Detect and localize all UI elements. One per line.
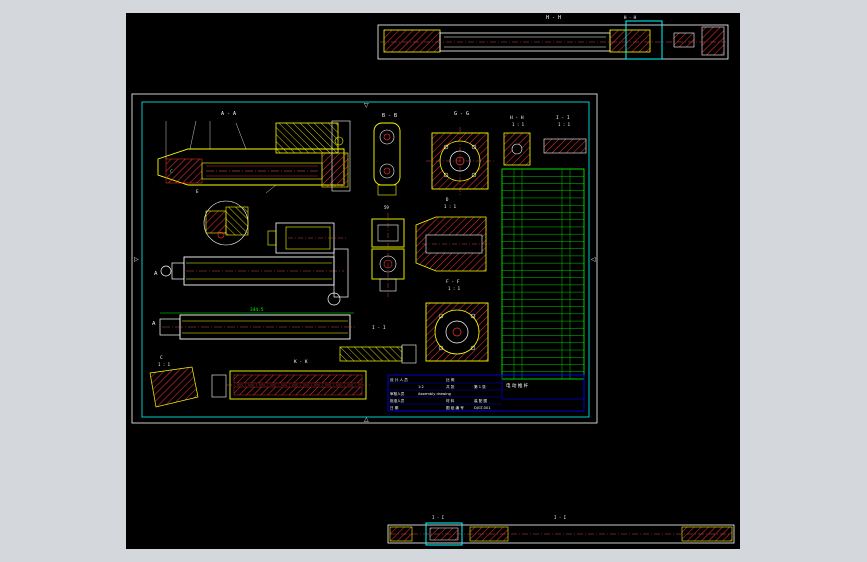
parts-table[interactable] [501,168,585,380]
bottom-section-label-a: I - I [432,515,445,520]
view-ff-scale: 1 : 1 [448,286,461,291]
drawing-sheet[interactable]: ▽ △ ▷ ◁ [131,93,598,424]
svg-text:△: △ [364,416,369,423]
svg-text:◁: ◁ [591,256,596,263]
view-ff[interactable]: F - F 1 : 1 [425,279,489,362]
view-ii-small[interactable]: I - I 1 : 1 [543,115,587,154]
bottom-section-label-b: I - I [554,515,567,520]
view-e[interactable]: E [196,189,249,246]
cad-viewport[interactable]: H - H H - H ▽ △ ▷ ◁ A - A [126,13,740,549]
view-gg-label: G - G [454,111,469,117]
view-hh-small[interactable]: H - H 1 : 1 [503,115,531,166]
view-bb[interactable]: B - B [373,113,401,196]
view-c[interactable]: C 1 : 1 [149,355,227,408]
svg-text:A: A [154,271,158,277]
sheet-border [131,93,598,424]
top-section-label: H - H [546,15,561,21]
title-block-cell: 装 配 图 [474,398,487,403]
view-ii-mid-label: I - I [372,325,386,331]
svg-text:A: A [152,321,156,327]
view-d-label: D [446,197,449,202]
svg-text:▽: ▽ [364,102,369,109]
title-block-cell: 第 1 张 [474,384,486,389]
view-d-dim: 59 [384,205,389,210]
title-block-cell: 共 张 [446,384,455,389]
title-block-cell: 材 料 [446,398,455,403]
title-block-cell: 审核人员 [390,391,405,396]
sheet-frame [141,101,590,418]
title-block-cell: 比 例 [446,377,455,382]
title-block-cell: 设 计 人 员 [390,377,408,382]
top-detail-label: H - H [624,15,637,20]
bottom-section-view[interactable]: I - I I - I [387,515,735,546]
view-hh-scale: 1 : 1 [512,122,525,127]
view-d-front[interactable]: 59 [371,205,405,297]
view-kk[interactable]: K - K [226,359,370,400]
view-ii-mid[interactable]: I - I [339,325,417,364]
dimensioned-view[interactable]: 344.5 A [152,307,356,340]
title-block-heading: 电 动 推 杆 [506,382,529,389]
title-block-cell: 批准人员 [390,398,405,403]
title-block-cell: 1:2 [418,385,424,389]
view-ff-label: F - F [446,279,460,285]
view-ii-label: I - I [556,115,570,121]
dimension-overall-length: 344.5 [250,307,264,313]
view-ii-scale: 1 : 1 [558,122,571,127]
view-gg[interactable]: G - G [426,111,494,195]
top-section-view[interactable]: H - H H - H [377,15,729,60]
view-bb-label: B - B [382,113,397,119]
view-aa-label: A - A [221,111,236,117]
motor-view[interactable] [267,222,346,254]
view-d-section[interactable]: D 1 : 1 [415,197,490,272]
view-e-label: E [196,189,199,194]
view-kk-label: K - K [294,359,308,365]
title-block-cell: Assembly drawing [418,392,451,396]
cad-drawing: H - H H - H ▽ △ ▷ ◁ A - A [131,15,735,546]
title-block-cell: DJGT-001 [474,406,491,410]
view-d-scale: 1 : 1 [444,204,457,209]
view-aa[interactable]: A - A C [157,111,351,194]
view-hh-label: H - H [510,115,524,121]
title-block-cell: 图 纸 编 号 [446,405,464,410]
view-c-scale: 1 : 1 [158,362,171,367]
assembly-side-view[interactable]: A [154,248,349,306]
title-block-cell: 日 期 [390,405,399,410]
svg-text:▷: ▷ [134,256,139,263]
svg-text:C: C [170,169,173,174]
view-c-label: C [160,355,163,361]
